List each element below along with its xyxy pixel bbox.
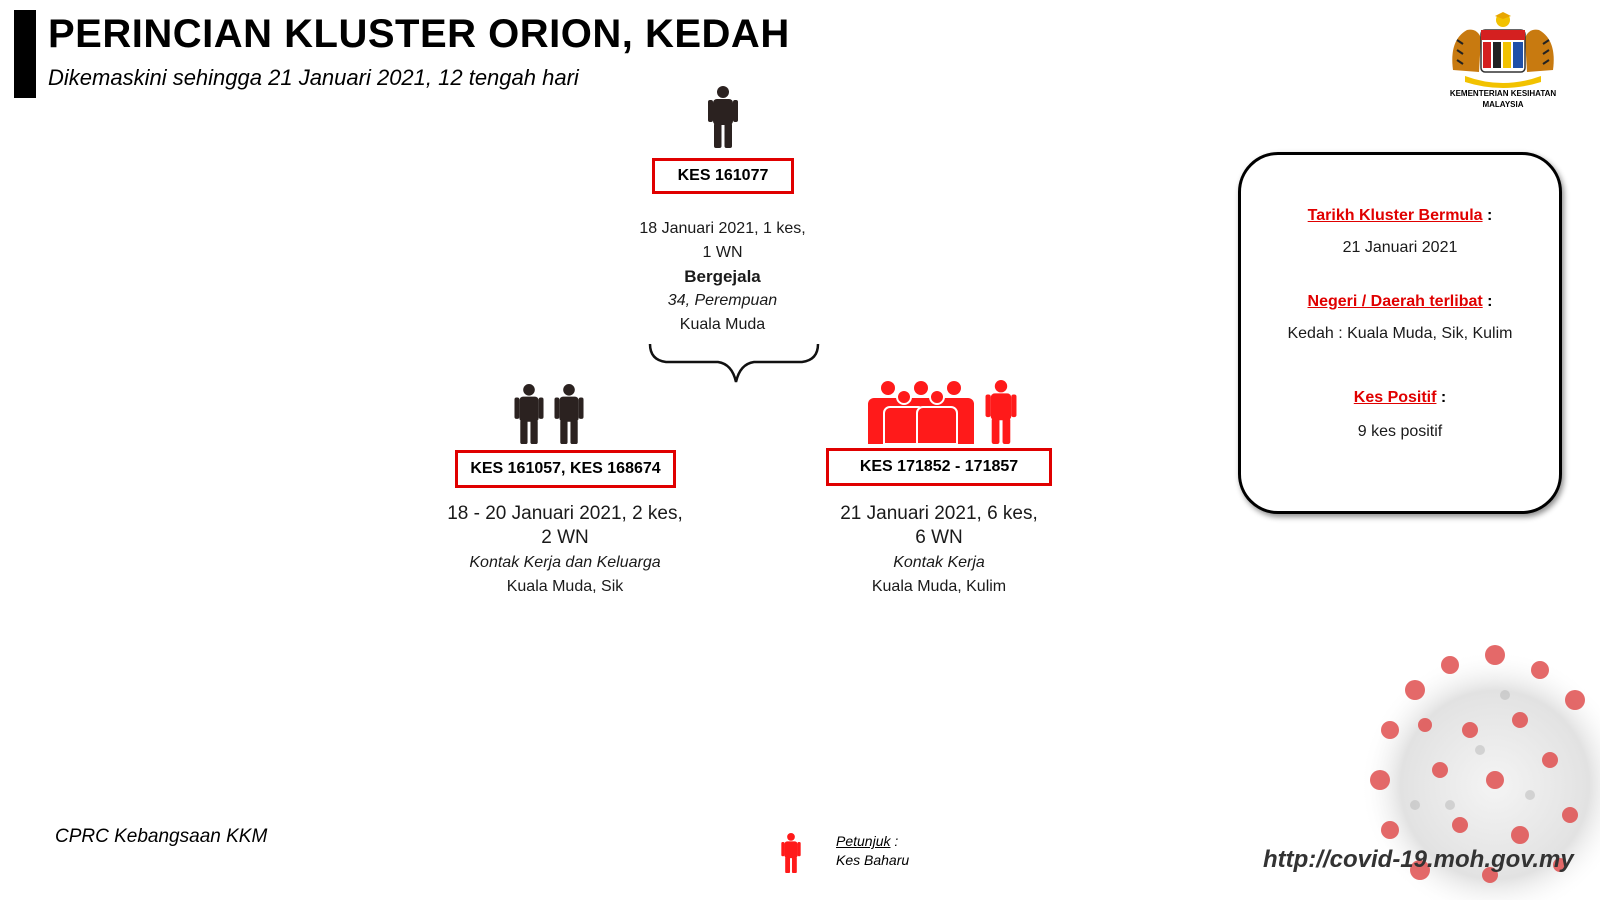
summary-area-heading: Negeri / Daerah terlibat : xyxy=(1241,293,1559,311)
branch-2-case-label: KES 171852 - 171857 xyxy=(826,448,1052,486)
person-icon-new xyxy=(781,833,801,873)
person-icon-existing xyxy=(708,86,738,148)
branch-1-relation: Kontak Kerja dan Keluarga xyxy=(469,554,661,571)
page-subtitle: Dikemaskini sehingga 21 Januari 2021, 12… xyxy=(48,65,579,90)
page-title: PERINCIAN KLUSTER ORION, KEDAH xyxy=(48,12,790,56)
branch-2-date: 21 Januari 2021, 6 kes, xyxy=(840,503,1038,524)
summary-start-colon: : xyxy=(1487,207,1493,224)
summary-area-value: Kedah : Kuala Muda, Sik, Kulim xyxy=(1287,325,1513,342)
legend: Petunjuk : Kes Baharu xyxy=(836,832,909,870)
branch-1-case-label: KES 161057, KES 168674 xyxy=(455,450,676,488)
branch-1-location: Kuala Muda, Sik xyxy=(506,578,624,595)
summary-start-label: Tarikh Kluster Bermula xyxy=(1307,207,1483,224)
legend-heading: Petunjuk : xyxy=(836,832,909,851)
branch-2-details: 21 Januari 2021, 6 kes, 6 WN Kontak Kerj… xyxy=(810,502,1068,599)
person-icon-new xyxy=(985,380,1017,444)
index-case-details: 18 Januari 2021, 1 kes, 1 WN Bergejala 3… xyxy=(600,217,845,337)
logo-text-line1: KEMENTERIAN KESIHATAN xyxy=(1449,89,1557,98)
source-credit: CPRC Kebangsaan KKM xyxy=(55,826,268,847)
title-accent-bar xyxy=(14,10,36,98)
summary-area-colon: : xyxy=(1487,293,1493,310)
summary-positive-label: Kes Positif xyxy=(1353,389,1437,406)
ministry-logo: KEMENTERIAN KESIHATAN MALAYSIA xyxy=(1428,10,1578,120)
summary-positive-value: 9 kes positif xyxy=(1357,423,1443,440)
summary-positive-colon: : xyxy=(1440,389,1447,406)
branch-2-relation: Kontak Kerja xyxy=(893,554,985,571)
person-icon-existing xyxy=(554,384,584,444)
summary-positive-heading: Kes Positif : xyxy=(1241,389,1559,407)
website-url: http://covid-19.moh.gov.my xyxy=(1263,846,1574,873)
legend-item-new-case: Kes Baharu xyxy=(836,852,910,868)
index-case-profile: 34, Perempuan xyxy=(667,292,778,309)
index-case-date: 18 Januari 2021, 1 kes, xyxy=(639,220,806,237)
legend-colon: : xyxy=(894,833,899,849)
person-icon-existing xyxy=(514,384,544,444)
branch-1-date: 18 - 20 Januari 2021, 2 kes, xyxy=(447,503,683,524)
index-case-nationality: 1 WN xyxy=(702,244,743,261)
cluster-summary-panel: Tarikh Kluster Bermula : 21 Januari 2021… xyxy=(1238,152,1562,514)
group-icon-new-cases xyxy=(868,381,974,444)
legend-title: Petunjuk xyxy=(836,833,891,849)
branch-1-details: 18 - 20 Januari 2021, 2 kes, 2 WN Kontak… xyxy=(430,502,700,599)
index-case-label: KES 161077 xyxy=(652,158,794,194)
coronavirus-illustration xyxy=(1360,645,1600,900)
branch-2-nationality: 6 WN xyxy=(915,527,963,548)
summary-start-value: 21 Januari 2021 xyxy=(1342,239,1458,256)
logo-text-line2: MALAYSIA xyxy=(1482,100,1524,109)
connector-brace xyxy=(648,343,820,383)
summary-area-label: Negeri / Daerah terlibat xyxy=(1307,293,1483,310)
index-case-status: Bergejala xyxy=(684,267,761,286)
coat-of-arms-icon xyxy=(1452,12,1554,88)
index-case-location: Kuala Muda xyxy=(679,316,766,333)
branch-2-location: Kuala Muda, Kulim xyxy=(871,578,1007,595)
branch-1-nationality: 2 WN xyxy=(541,527,589,548)
summary-start-heading: Tarikh Kluster Bermula : xyxy=(1241,207,1559,225)
